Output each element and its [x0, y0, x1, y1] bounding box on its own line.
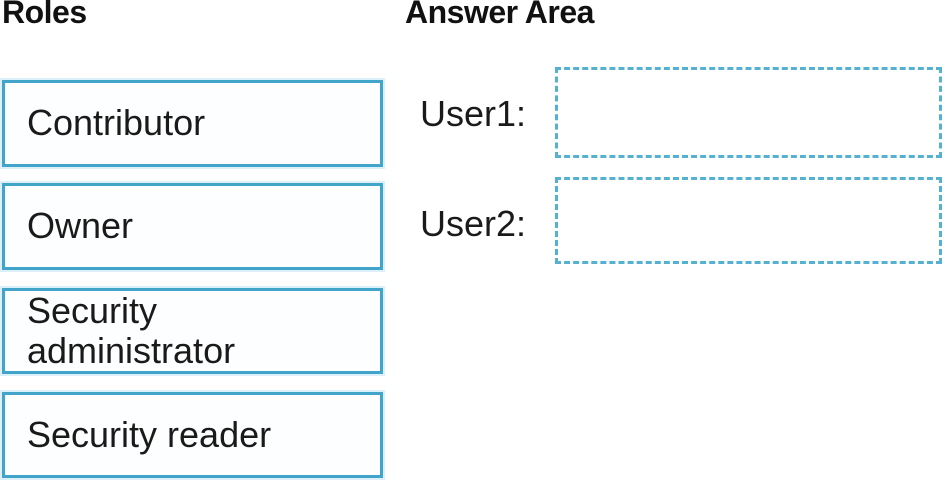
- role-option-label: Owner: [27, 205, 134, 247]
- roles-heading: Roles: [2, 0, 87, 30]
- user2-label: User2:: [420, 203, 527, 244]
- user1-drop-target[interactable]: [555, 67, 942, 158]
- user2-drop-target[interactable]: [555, 177, 942, 264]
- user1-label: User1:: [420, 93, 527, 134]
- role-option-contributor[interactable]: Contributor: [2, 80, 383, 167]
- role-option-security-reader[interactable]: Security reader: [2, 392, 383, 478]
- role-option-owner[interactable]: Owner: [2, 183, 383, 270]
- role-option-security-administrator[interactable]: Security administrator: [2, 288, 383, 374]
- answer-area-heading: Answer Area: [405, 0, 594, 30]
- role-option-label: Security reader: [27, 413, 272, 455]
- role-option-label: Contributor: [27, 102, 206, 144]
- role-option-label: Security administrator: [27, 289, 236, 371]
